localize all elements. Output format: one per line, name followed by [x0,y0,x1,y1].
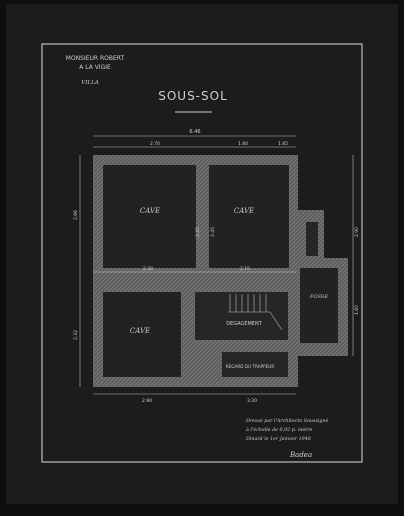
room-regard [222,352,288,377]
dim-inner-b: 2.45 [210,227,216,237]
footer-line-2: à l'échelle de 0,02 p. mètre [246,426,312,433]
dim-left-upper: 2.66 [73,210,79,220]
dim-overall: 6.46 [189,129,200,135]
label-degagement: DEGAGEMENT [226,321,262,327]
room-cave-top-right [209,165,289,268]
room-strip [306,222,318,256]
label-cave-bottom: CAVE [130,327,150,335]
dim-right-upper: 2.90 [354,227,360,237]
staircase [228,294,283,331]
dim-top-mid: 1.80 [238,141,248,147]
label-cave-top-right: CAVE [234,207,254,215]
dim-bottom-left: 2.90 [142,398,152,404]
footer-line-1: Dressé par l'Architecte Soussigné [245,417,329,424]
rooms [103,165,338,377]
client-place: A LA VIGIE [79,64,111,71]
dim-inner-a: 2.45 [195,227,201,237]
room-degagement [195,292,288,340]
label-fosse: FOSSE [309,294,328,300]
dim-top-right: 1.85 [278,141,288,147]
drawing-frame [41,43,363,463]
plan-title: SOUS-SOL [158,89,228,103]
label-cave-top-left: CAVE [140,207,160,215]
signature: Badea [289,451,312,459]
dim-right-lower: 1.60 [354,305,360,315]
client-type: VILLA [81,80,98,86]
client-name: MONSIEUR ROBERT [66,55,125,62]
label-regard: REGARD DU TRAPPEUR [226,364,275,369]
dim-left-lower: 2.32 [73,330,79,340]
room-cave-bottom [103,292,181,377]
room-fosse [300,268,338,343]
dim-top-left: 2.70 [150,141,160,147]
dim-mid-right: 2.15 [240,266,250,272]
dim-mid-left: 2.30 [143,266,153,272]
footer-line-3: Dinard le 1er Janvier 1948 [245,436,311,442]
dim-bottom-right: 3.20 [247,398,257,404]
room-cave-top-left [103,165,196,268]
